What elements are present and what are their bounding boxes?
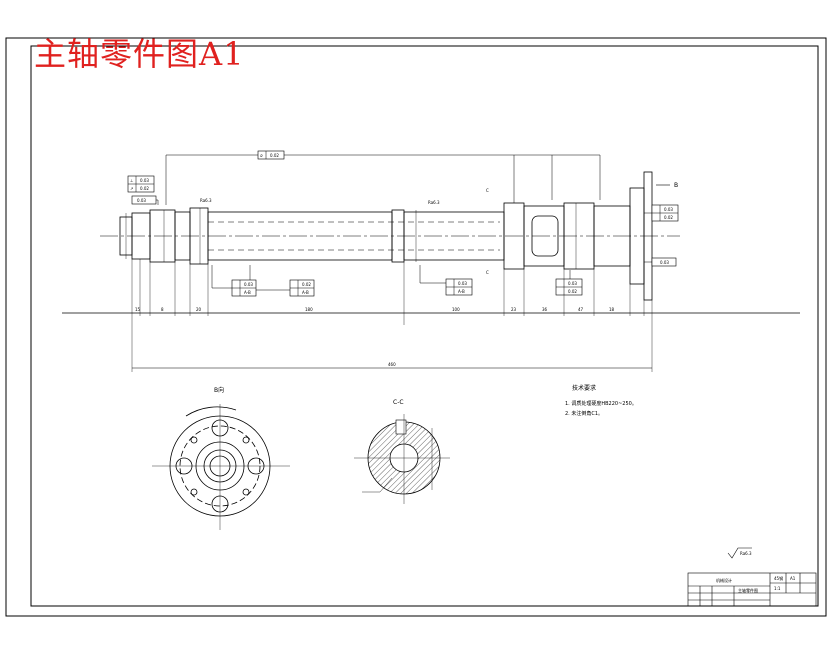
svg-text:0.02: 0.02 [568,289,577,294]
tolerance-leaders [146,154,652,291]
tech-req-line1: 1. 调质处理硬度HB220~250。 [565,400,637,407]
svg-text:Ra6.3: Ra6.3 [740,551,752,556]
tolerance-frame-left2: 0.03 [131,195,157,205]
outer-border [5,37,827,617]
tolerance-frame-left: ⊥ 0.03 ↗ 0.02 [127,175,155,193]
svg-text:A-B: A-B [458,289,465,294]
dim-seg2: 8 [161,307,164,312]
title-block-name: 主轴零件图 [738,587,758,593]
section-mark-c: C [486,188,489,193]
extension-lines [131,259,653,372]
svg-text:0.03: 0.03 [244,282,253,287]
shaft-outline [119,171,653,301]
title-block-school: 机械设计 [716,577,732,583]
tech-req-line2: 2. 未注倒角C1。 [565,410,603,417]
svg-text:0.03: 0.03 [568,281,577,286]
section-mark-c2: C [486,270,489,275]
keyway [531,215,559,257]
svg-text:↗: ↗ [130,186,133,191]
svg-text:0.03: 0.03 [140,178,149,183]
svg-text:A-B: A-B [244,290,251,295]
dim-seg6: 23 [511,307,517,312]
tolerance-frame-far-right: 0.03 0.02 0.03 [651,204,679,267]
view-b-label: B向 [214,386,224,394]
title-block-scale: 1:1 [774,586,781,591]
svg-text:A-B: A-B [302,290,309,295]
drawing-title: 主轴零件图A1 [34,35,245,73]
svg-text:0.02: 0.02 [270,153,279,158]
dim-seg1: 15 [135,307,141,312]
arrow-b-label: B [674,182,678,189]
overall-dim-text: 460 [388,362,396,367]
svg-text:0.02: 0.02 [140,186,149,191]
svg-text:0.02: 0.02 [664,215,673,220]
tolerance-frame-mid1: 0.03 A-B [231,279,257,297]
svg-text:0.02: 0.02 [302,282,311,287]
flange-centerlines [152,404,290,530]
tolerance-frame-mid2: 0.02 A-B [289,279,315,297]
general-roughness: Ra6.3 [727,547,752,559]
svg-text:0.03: 0.03 [660,260,669,265]
svg-text:0.03: 0.03 [664,207,673,212]
hidden-lines [208,221,500,251]
section-cc-view [354,414,450,504]
dim-seg7: 36 [542,307,548,312]
svg-text:0.03: 0.03 [458,281,467,286]
diameter-dims [125,203,577,269]
roughness-mid: Ra6.3 [428,200,440,205]
dim-seg3: 20 [196,307,202,312]
tolerance-frame-mid3: 0.03 A-B [445,278,473,296]
dim-seg9: 18 [609,307,615,312]
dim-seg8: 47 [578,307,584,312]
title-block [687,572,817,607]
tolerance-frame-top: ⌭ 0.02 [257,150,285,160]
svg-text:⌭: ⌭ [260,153,263,158]
tech-req-title: 技术要求 [572,384,596,392]
dim-seg5: 100 [452,307,460,312]
inner-border [30,45,819,607]
section-cc-label: C-C [393,399,404,406]
roughness-top: Ra6.3 [200,198,212,203]
svg-text:0.03: 0.03 [137,198,146,203]
dim-seg4: 180 [305,307,313,312]
title-block-material: 45钢 [774,575,783,581]
tolerance-frame-right: 0.03 0.02 [555,278,583,296]
svg-text:⊥: ⊥ [130,178,134,183]
title-block-sheet: A1 [790,576,796,581]
